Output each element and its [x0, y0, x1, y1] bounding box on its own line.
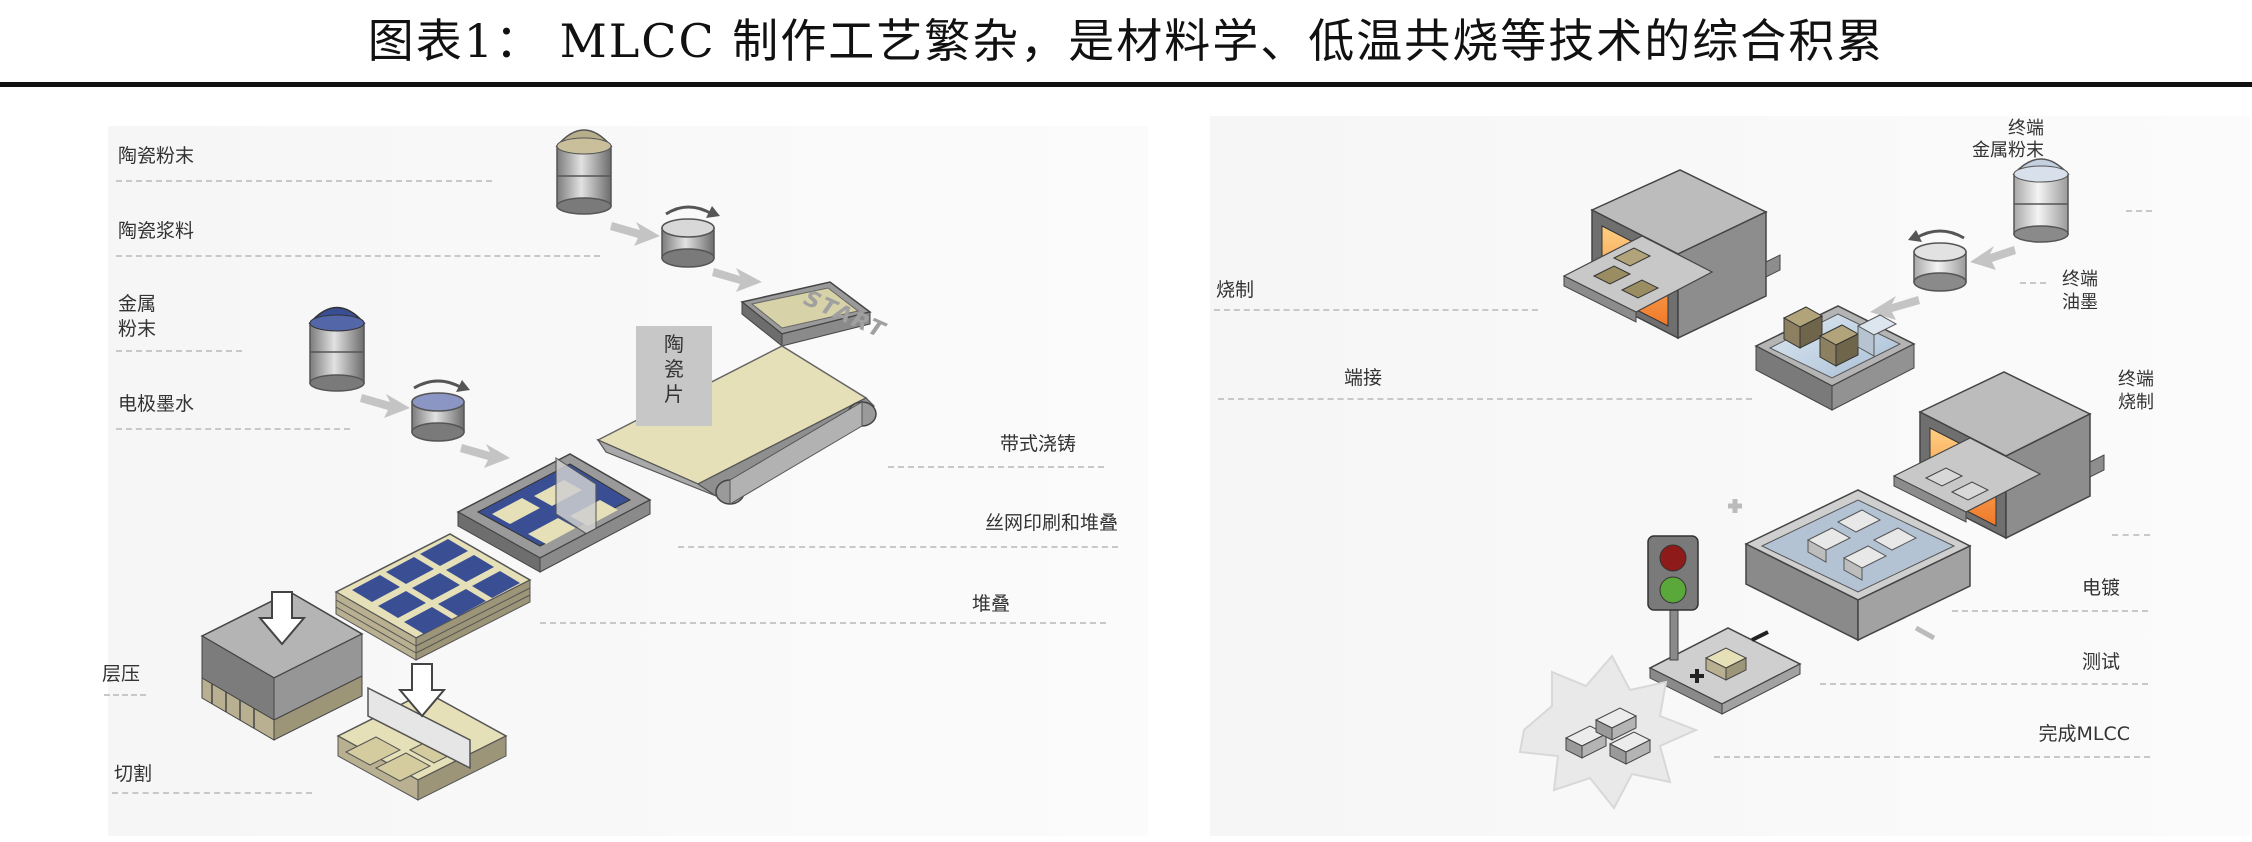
- lamination-press-icon: [200, 591, 364, 741]
- leader-line: [1820, 683, 2148, 685]
- finished-mlcc-burst-icon: [1518, 654, 1699, 810]
- label-cutting: 切割: [114, 763, 153, 785]
- label-plating: 电镀: [2081, 577, 2120, 599]
- label-termination: 端接: [1344, 367, 1383, 389]
- label-termination-metal-powder: 终端 金属粉末: [1972, 118, 2044, 161]
- conveyor-belt-icon: [596, 345, 877, 505]
- blade-down-arrow-icon: [397, 663, 447, 718]
- label-firing: 烧制: [1216, 279, 1255, 301]
- casting-hopper-icon: [740, 281, 872, 348]
- label-ceramic-sheet: 陶 瓷 片: [664, 332, 684, 406]
- leader-line: [116, 428, 350, 430]
- label-electrode-ink: 电极墨水: [118, 393, 195, 415]
- leader-line: [2112, 534, 2150, 536]
- termination-kiln-icon: [1892, 371, 2105, 540]
- traffic-light-icon: [1647, 535, 1699, 611]
- label-ceramic-powder: 陶瓷粉末: [118, 145, 195, 167]
- leader-line: [116, 255, 600, 257]
- test-station-icon: [1648, 599, 1802, 715]
- termination-powder-silo-icon: [2012, 158, 2070, 243]
- leader-line: [2126, 210, 2152, 212]
- ceramic-sheet-tag: [636, 326, 712, 426]
- label-lamination: 层压: [102, 663, 141, 685]
- leader-line: [1218, 398, 1752, 400]
- leader-line: [888, 466, 1104, 468]
- label-metal-powder: 金属 粉末: [118, 293, 157, 340]
- label-termination-firing: 终端 烧制: [2118, 369, 2154, 413]
- screen-printer-icon: [456, 453, 652, 573]
- arrow-icon: [1870, 296, 1920, 320]
- label-screen-print-stack: 丝网印刷和堆叠: [984, 512, 1118, 534]
- ceramic-powder-silo-icon: [555, 129, 613, 215]
- label-stacking: 堆叠: [971, 593, 1010, 615]
- leader-line: [116, 350, 242, 352]
- figure-title: 图表1： MLCC 制作工艺繁杂，是材料学、低温共烧等技术的综合积累: [367, 14, 1885, 68]
- leader-line: [678, 546, 1118, 548]
- leader-line: [1714, 756, 2150, 758]
- plating-tank-icon: [1744, 489, 1972, 642]
- label-termination-ink: 终端 油墨: [2062, 269, 2098, 313]
- label-finished-mlcc: 完成MLCC: [2038, 723, 2130, 745]
- leader-line: [540, 622, 1106, 624]
- mixer-icon: [661, 205, 720, 268]
- termination-dip-tray-icon: [1754, 305, 1916, 411]
- title-rule: [0, 82, 2252, 87]
- arrow-icon: [610, 222, 660, 246]
- metal-powder-silo-icon: [308, 306, 366, 392]
- termination-mixer-icon: [1908, 229, 1967, 292]
- leader-line: [116, 180, 492, 182]
- arrow-icon: [712, 268, 762, 292]
- leader-line: [2020, 282, 2046, 284]
- electrode-stack-icon: [334, 533, 532, 661]
- plus-symbol-icon: [1728, 499, 1742, 513]
- arrow-icon: [360, 394, 410, 418]
- cutting-block-icon: [336, 686, 508, 801]
- ink-mixer-icon: [411, 379, 470, 442]
- minus-symbol-icon: [1914, 625, 1936, 641]
- leader-line: [1214, 309, 1538, 311]
- label-testing: 测试: [2081, 651, 2120, 673]
- label-tape-casting: 带式浇铸: [999, 433, 1076, 455]
- arrow-icon: [460, 444, 510, 468]
- leader-line: [104, 694, 146, 696]
- arrow-icon: [1970, 246, 2016, 270]
- firing-kiln-icon: [1562, 169, 1781, 340]
- leader-line: [112, 792, 312, 794]
- label-ceramic-slurry: 陶瓷浆料: [118, 220, 195, 242]
- leader-line: [1952, 610, 2148, 612]
- press-down-arrow-icon: [257, 591, 307, 646]
